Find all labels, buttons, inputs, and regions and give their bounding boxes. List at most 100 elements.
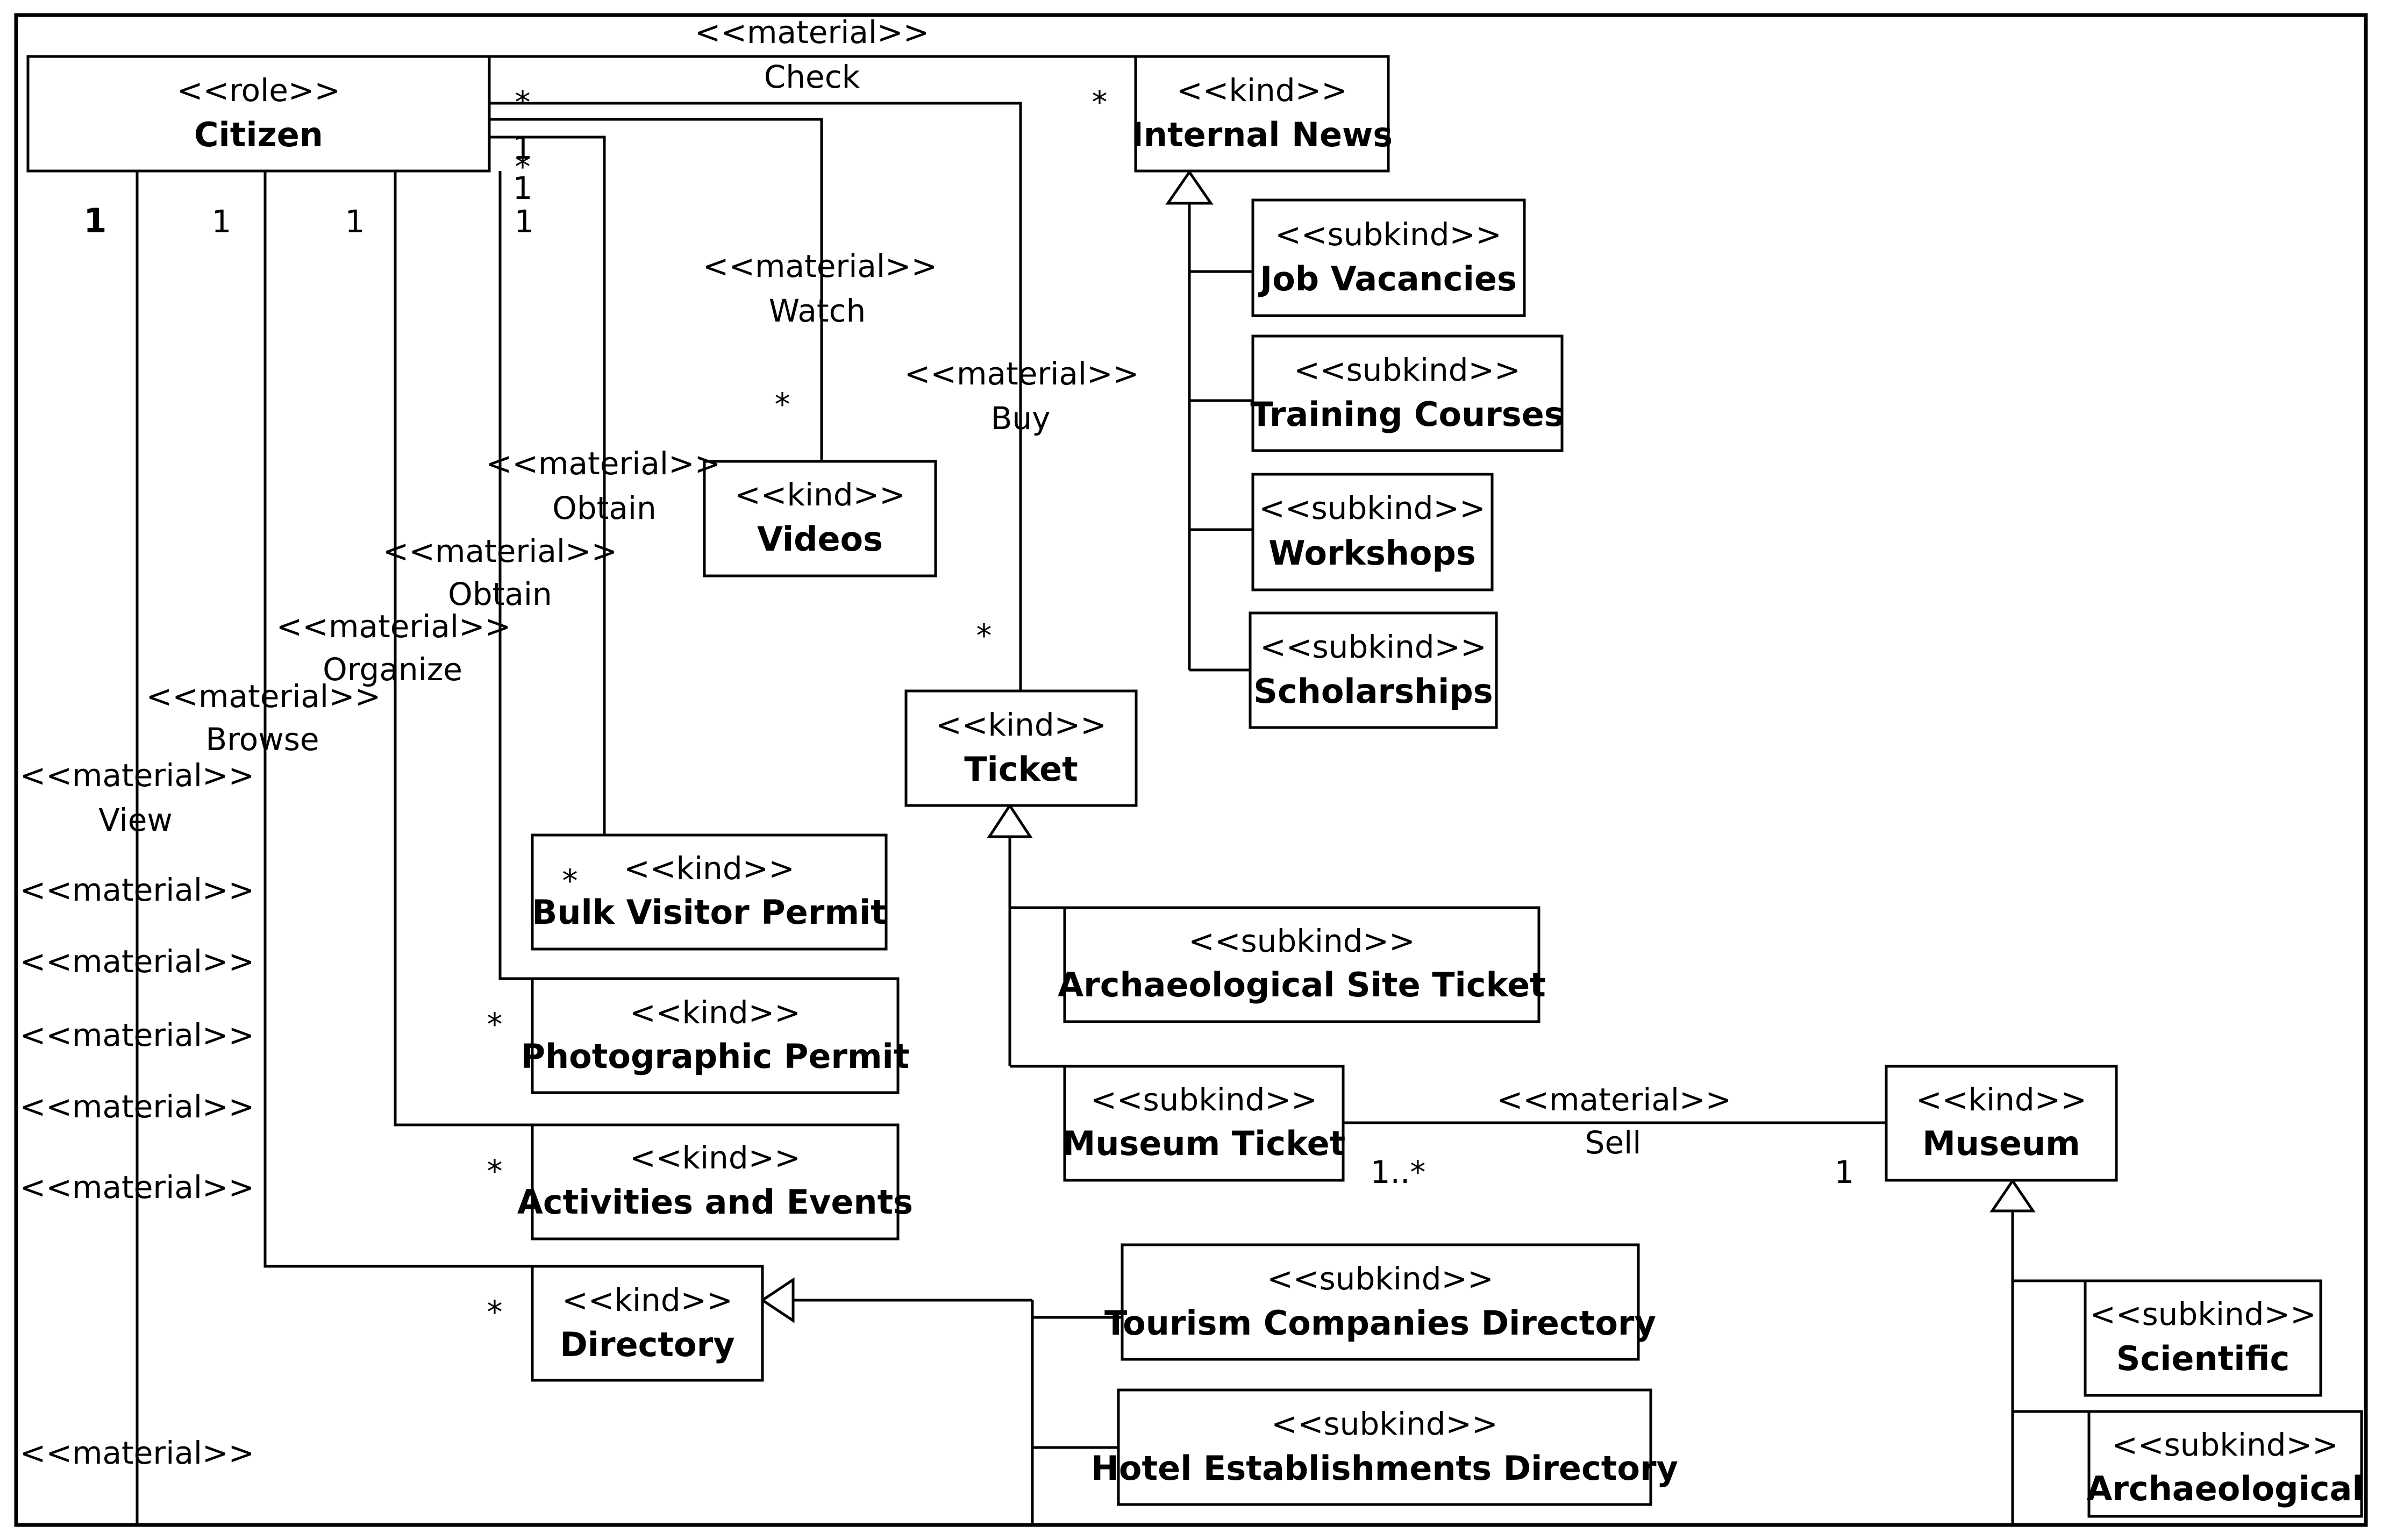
class-stereotype: <<subkind>> [1090, 1081, 1317, 1118]
material-label: <<material>> [20, 872, 254, 908]
assoc-obtain-bulk-line [488, 136, 606, 835]
assoc-organize-line [394, 171, 532, 1127]
class-name: Videos [757, 519, 883, 559]
class-stereotype: <<subkind>> [1188, 923, 1415, 959]
class-stereotype: <<kind>> [630, 994, 801, 1031]
class-stereotype: <<subkind>> [1294, 352, 1520, 388]
class-name: Activities and Events [517, 1182, 913, 1222]
class-stereotype: <<subkind>> [1260, 629, 1486, 665]
class-museum: <<kind>> Museum [1885, 1065, 2118, 1182]
material-label: <<material>> [20, 1169, 254, 1206]
class-name: Scholarships [1253, 672, 1493, 711]
class-name: Museum Ticket [1062, 1124, 1346, 1163]
assoc-check-stereotype: <<material>> [695, 14, 929, 51]
class-name: Archaeological [2086, 1469, 2363, 1508]
multiplicity-buy-target: * [976, 617, 992, 654]
assoc-obtain-bulk-name: Obtain [552, 490, 657, 526]
multiplicity-watch-target: * [775, 386, 790, 423]
class-stereotype: <<kind>> [1916, 1081, 2087, 1118]
assoc-watch-name: Watch [769, 293, 866, 329]
class-scientific: <<subkind>> Scientific [2084, 1279, 2322, 1397]
multiplicity-browse-source: 1 [212, 203, 232, 240]
class-stereotype: <<subkind>> [1271, 1406, 1497, 1442]
class-name: Tourism Companies Directory [1104, 1303, 1656, 1343]
generalization-lines [793, 203, 2089, 1525]
class-archaeological-site-ticket: <<subkind>> Archaeological Site Ticket [1058, 906, 1546, 1023]
class-stereotype: <<kind>> [624, 850, 795, 887]
class-stereotype: <<kind>> [1176, 72, 1347, 109]
assoc-browse-name: Browse [205, 721, 319, 758]
multiplicity-view-source: 1 [83, 201, 106, 240]
material-label: <<material>> [20, 1088, 254, 1125]
multiplicity-labels: * * 1 * 1 1 1 1 1 * * * * * * 1..* 1 [83, 84, 1854, 1330]
generalization-arrow-internal-news [1165, 169, 1214, 205]
class-directory: <<kind>> Directory [531, 1265, 764, 1382]
class-name: Museum [1922, 1124, 2080, 1163]
class-tourism-companies-directory: <<subkind>> Tourism Companies Directory [1104, 1243, 1656, 1361]
class-stereotype: <<kind>> [734, 476, 905, 513]
class-name: Internal News [1131, 115, 1393, 154]
multiplicity-buy-source: * [515, 84, 531, 120]
multiplicity-directory-target: * [487, 1294, 503, 1330]
class-stereotype: <<kind>> [562, 1282, 733, 1318]
assoc-obtain-bulk-stereotype: <<material>> [486, 445, 721, 482]
class-name: Bulk Visitor Permit [532, 893, 887, 932]
class-workshops: <<subkind>> Workshops [1251, 473, 1494, 591]
class-name: Hotel Establishments Directory [1091, 1449, 1678, 1488]
assoc-view-stereotype: <<material>> [20, 757, 254, 794]
assoc-buy-name: Buy [991, 400, 1051, 437]
assoc-obtain-photo-stereotype: <<material>> [383, 533, 617, 569]
class-name: Archaeological Site Ticket [1058, 965, 1546, 1004]
class-archaeological: <<subkind>> Archaeological [2086, 1410, 2364, 1518]
multiplicity-source: 1 [513, 170, 533, 206]
class-stereotype: <<subkind>> [1259, 490, 1485, 526]
multiplicity-organize-source: 1 [345, 203, 365, 240]
assoc-organize-name: Organize [323, 651, 462, 688]
class-name: Photographic Permit [521, 1037, 910, 1076]
class-stereotype: <<kind>> [630, 1139, 801, 1176]
class-photographic-permit: <<kind>> Photographic Permit [521, 977, 910, 1094]
assoc-watch-stereotype: <<material>> [703, 248, 937, 284]
assoc-buy-stereotype: <<material>> [904, 355, 1139, 392]
assoc-sell-stereotype: <<material>> [1497, 1081, 1731, 1118]
class-internal-news: <<kind>> Internal News [1131, 55, 1393, 173]
multiplicity-photo-target: * [487, 1006, 503, 1043]
material-label: <<material>> [20, 1435, 254, 1471]
class-hotel-establishments-directory: <<subkind>> Hotel Establishments Directo… [1091, 1388, 1678, 1506]
assoc-view-name: View [98, 802, 173, 838]
class-name: Ticket [964, 750, 1078, 789]
multiplicity-sell-source: 1..* [1371, 1154, 1426, 1190]
assoc-obtain-photo-name: Obtain [448, 576, 552, 612]
class-stereotype: <<kind>> [936, 707, 1107, 743]
multiplicity-source: 1 [515, 203, 534, 240]
assoc-organize-stereotype: <<material>> [276, 608, 511, 645]
multiplicity-obtain-source: * [515, 148, 531, 185]
association-labels: <<material>> Check <<material>> Watch <<… [20, 14, 1731, 1471]
assoc-browse-line [263, 171, 532, 1268]
generalization-arrow-museum [1989, 1178, 2036, 1213]
class-scholarships: <<subkind>> Scholarships [1249, 611, 1498, 729]
class-stereotype: <<subkind>> [1275, 216, 1501, 253]
class-name: Directory [560, 1325, 734, 1364]
class-stereotype: <<subkind>> [2112, 1427, 2338, 1463]
diagram-frame [14, 13, 2368, 1527]
material-label: <<material>> [20, 1017, 254, 1053]
multiplicity-sell-target: 1 [1835, 1154, 1855, 1190]
class-name: Job Vacancies [1258, 259, 1517, 298]
class-videos: <<kind>> Videos [703, 460, 937, 578]
class-stereotype: <<subkind>> [1267, 1260, 1493, 1297]
assoc-check-name: Check [764, 59, 860, 95]
association-lines [135, 55, 1886, 1525]
class-name: Workshops [1268, 533, 1476, 573]
multiplicity-watch-source: 1 [513, 130, 533, 166]
class-name: Training Courses [1250, 395, 1564, 434]
class-activities-and-events: <<kind>> Activities and Events [517, 1123, 913, 1240]
assoc-browse-stereotype: <<material>> [146, 678, 381, 715]
assoc-buy-line [488, 102, 1022, 691]
generalization-arrow-ticket [987, 803, 1033, 838]
assoc-obtain-photo-line [498, 171, 532, 980]
assoc-watch-line [488, 118, 823, 461]
material-label: <<material>> [20, 943, 254, 980]
multiplicity-check-target: * [1092, 84, 1108, 120]
